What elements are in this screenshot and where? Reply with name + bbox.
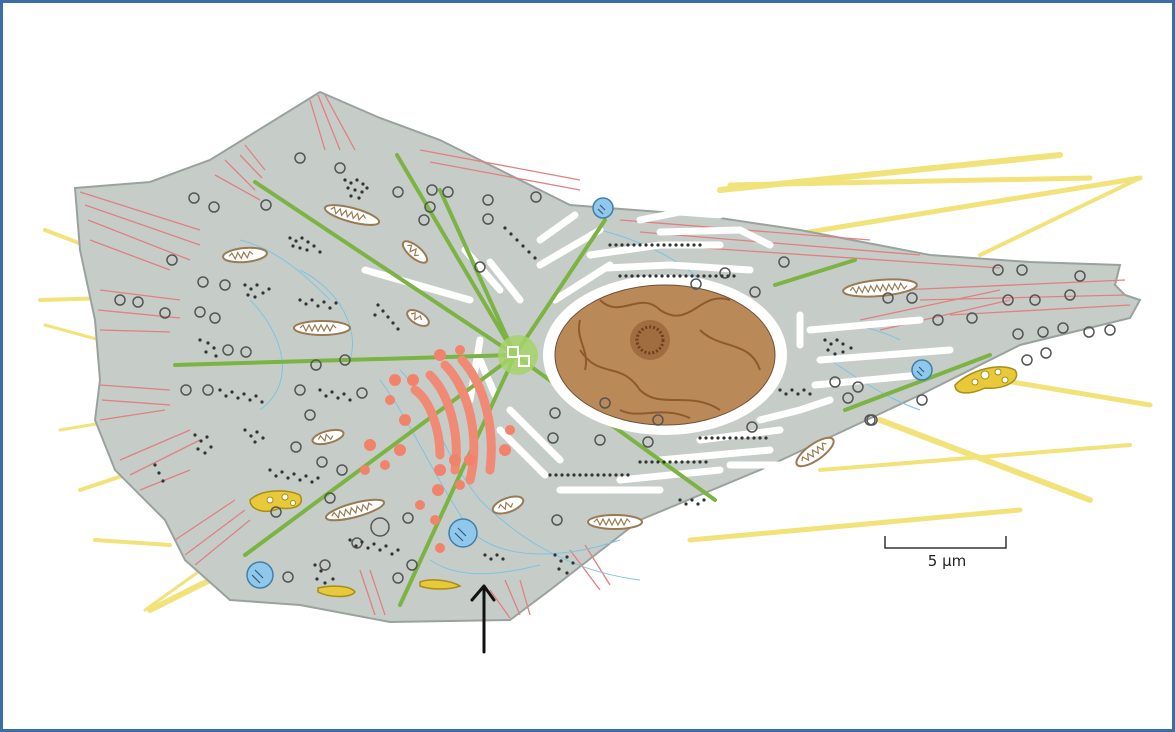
nucleus (543, 275, 787, 435)
nucleolus (630, 320, 670, 360)
scale-bar (884, 536, 1007, 549)
pointer-arrow (470, 584, 496, 654)
ribosomes (153, 178, 853, 585)
golgi-vesicles (360, 345, 515, 553)
actin-stress-fibers (79, 94, 1131, 619)
endoplasmic-reticulum (361, 208, 954, 494)
vesicles (114, 152, 1116, 584)
centrosome (498, 335, 538, 375)
scale-bar-label: 5 µm (928, 552, 966, 570)
extracellular-matrix-fibers (38, 152, 1153, 613)
mitochondria (222, 204, 918, 530)
